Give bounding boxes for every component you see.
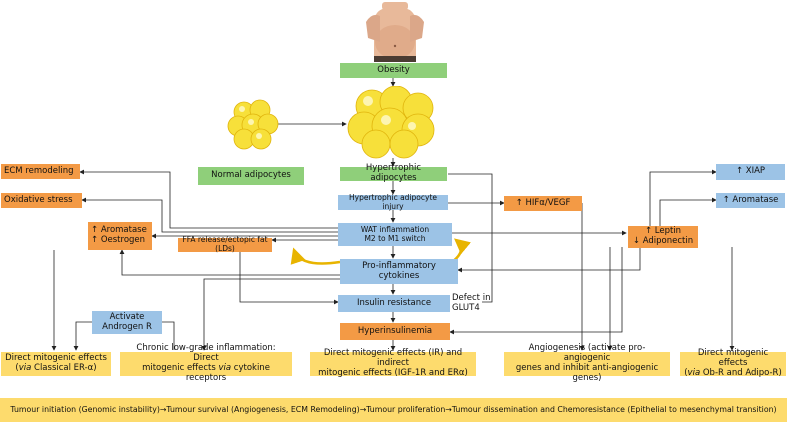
effect-chronic-inflammation-part1: mitogenic effects xyxy=(142,363,219,373)
effect-ob-r-rest: Ob-R and Adipo-R) xyxy=(700,367,782,378)
aromatase-right-box: ↑ Aromatase xyxy=(716,193,785,208)
tumour-progression-text: Tumour initiation (Genomic instability)→… xyxy=(10,404,777,414)
effect-angiogenesis-line2: genes and inhibit anti-angiogenic genes) xyxy=(515,363,659,383)
xiap-box: ↑ XIAP xyxy=(716,164,785,180)
ecm-remodeling-box: ECM remodeling xyxy=(1,164,80,179)
wat-inflammation-line1: WAT inflammation xyxy=(360,224,430,234)
obese-person-illustration xyxy=(366,2,424,62)
hypertrophic-injury-label: Hypertrophic adipocyte injury xyxy=(349,192,437,211)
aromatase-right-label: ↑ Aromatase xyxy=(722,194,779,205)
leptin-adiponectin-box: ↑ Leptin ↓ Adiponectin xyxy=(628,226,698,248)
effect-classical-er-line1: Direct mitogenic effects xyxy=(5,353,107,364)
insulin-resistance-label: Insulin resistance xyxy=(356,297,432,308)
effect-angiogenesis: Angiogenesis (activate pro-angiogenic ge… xyxy=(504,344,670,383)
hyperinsulinemia-label: Hyperinsulinemia xyxy=(357,325,433,336)
tumour-progression-bar: Tumour initiation (Genomic instability)→… xyxy=(0,398,787,422)
leptin-line2: ↓ Adiponectin xyxy=(632,236,694,246)
aromatase-oestrogen-line2: ↑ Oestrogen xyxy=(91,235,146,245)
effect-insulin-mitogenic-line2: mitogenic effects (IGF-1R and ERα) xyxy=(318,367,468,378)
ecm-remodeling-label: ECM remodeling xyxy=(4,165,74,176)
effect-ob-r-line1: Direct mitogenic effects xyxy=(697,348,769,369)
pro-inflammatory-line2: cytokines xyxy=(378,270,420,281)
hypertrophic-adipocytes-label: Hypertrophic adipocytes xyxy=(365,163,422,183)
activate-androgen-box: Activate Androgen R xyxy=(92,311,162,334)
defect-glut4-line1: Defect in xyxy=(452,293,491,303)
aromatase-oestrogen-box: ↑ Aromatase ↑ Oestrogen xyxy=(88,222,152,250)
ffa-release-label: FFA release/ectopic fat (LDs) xyxy=(182,235,268,253)
hypertrophic-adipocyte-cluster xyxy=(347,86,435,159)
insulin-resistance-box: Insulin resistance xyxy=(338,295,450,312)
xiap-label: ↑ XIAP xyxy=(735,166,766,177)
oxidative-stress-box: Oxidative stress xyxy=(1,193,82,208)
hif-vegf-label: ↑ HIFα/VEGF xyxy=(515,197,571,208)
activate-androgen-line1: Activate xyxy=(109,311,145,322)
effect-chronic-inflammation-part2: cytokine receptors xyxy=(185,363,270,383)
effect-insulin-mitogenic: Direct mitogenic effects (IR) and indire… xyxy=(310,348,476,378)
leptin-line1: ↑ Leptin xyxy=(644,226,682,237)
defect-glut4-line2: GLUT4 xyxy=(452,302,480,313)
wat-inflammation-line2: M2 to M1 switch xyxy=(364,233,426,243)
effect-insulin-mitogenic-line1: Direct mitogenic effects (IR) and indire… xyxy=(323,348,463,369)
pro-inflammatory-cytokines-box: Pro-inflammatory cytokines xyxy=(340,259,458,284)
obesity-label: Obesity xyxy=(377,64,410,75)
effect-chronic-inflammation-via: via xyxy=(218,363,232,373)
effect-angiogenesis-line1: Angiogenesis (activate pro-angiogenic xyxy=(528,343,646,364)
wat-inflammation-box: WAT inflammation M2 to M1 switch xyxy=(338,223,452,246)
activate-androgen-line2: Androgen R xyxy=(102,321,152,332)
effect-classical-er-line2: (via Classical ER-α) xyxy=(15,363,97,373)
obesity-box: Obesity xyxy=(340,63,447,78)
effect-classical-er: Direct mitogenic effects (via Classical … xyxy=(1,352,111,376)
effect-ob-r-line2: (via Ob-R and Adipo-R) xyxy=(684,367,782,378)
effect-chronic-inflammation-line2: mitogenic effects via cytokine receptors xyxy=(123,363,289,384)
defect-glut4-label: Defect in GLUT4 xyxy=(452,293,491,314)
effect-chronic-inflammation: Chronic low-grade inflammation: Direct m… xyxy=(120,344,292,383)
effect-ob-r-via: via xyxy=(687,367,701,378)
hypertrophic-adipocytes-box: Hypertrophic adipocytes xyxy=(340,163,447,183)
normal-adipocytes-box: Normal adipocytes xyxy=(198,167,304,185)
aromatase-oestrogen-line1: ↑ Aromatase xyxy=(91,225,147,236)
hif-vegf-box: ↑ HIFα/VEGF xyxy=(504,196,582,211)
hyperinsulinemia-box: Hyperinsulinemia xyxy=(340,323,450,340)
hypertrophic-injury-box: Hypertrophic adipocyte injury xyxy=(338,192,448,211)
normal-adipocytes-label: Normal adipocytes xyxy=(211,170,291,181)
effect-chronic-inflammation-line1: Chronic low-grade inflammation: Direct xyxy=(136,343,276,364)
effect-ob-r-adipo-r: Direct mitogenic effects (via Ob-R and A… xyxy=(680,348,786,378)
normal-adipocyte-cluster xyxy=(227,99,279,150)
ffa-release-box: FFA release/ectopic fat (LDs) xyxy=(178,235,272,253)
effect-classical-er-via: via xyxy=(18,363,32,373)
effect-classical-er-rest: Classical ER-α) xyxy=(31,363,97,373)
oxidative-stress-label: Oxidative stress xyxy=(4,194,73,205)
pro-inflammatory-line1: Pro-inflammatory xyxy=(362,260,436,271)
